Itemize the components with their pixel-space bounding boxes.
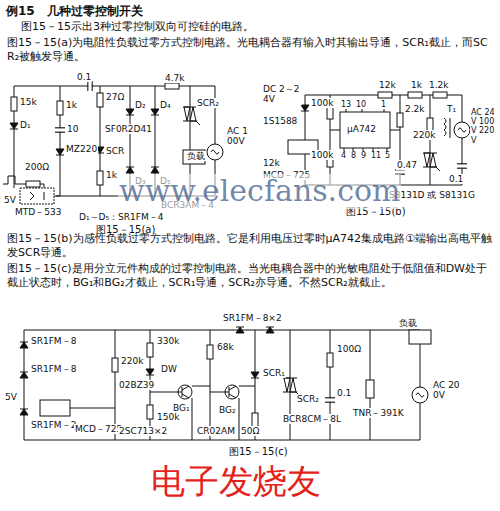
part-label: 1k <box>105 170 118 180</box>
part-label: 12k <box>262 158 281 168</box>
part-label: D₄ <box>159 100 172 110</box>
part-label: 0.1 <box>336 388 352 398</box>
circuit-b <box>288 92 470 185</box>
part-label: SCR₂ <box>296 394 320 404</box>
part-label: SCR <box>105 146 125 156</box>
part-label: 02BZ39 <box>118 380 155 390</box>
part-label: 13 <box>340 100 352 109</box>
figure-title: 例15 几种过零控制开关 <box>6 3 143 20</box>
part-label: 1 <box>380 100 387 109</box>
part-label: D₂ <box>134 100 147 110</box>
part-label: 1k <box>410 80 423 90</box>
part-label: 4 <box>340 151 347 160</box>
part-label: MZ220 <box>65 144 98 154</box>
part-label: 9 <box>360 151 367 160</box>
part-label: 1k <box>65 100 78 110</box>
part-label: 100k <box>310 150 334 160</box>
part-label: 150k <box>156 412 180 422</box>
part-label: 12k <box>378 80 397 90</box>
part-label: 330k <box>156 336 180 346</box>
part-label: AC 200V <box>432 380 464 401</box>
part-label: 68k <box>216 342 235 352</box>
part-label: 50Ω <box>240 426 260 436</box>
part-label: DW <box>160 364 178 374</box>
part-label: SR1FM－8 <box>30 364 77 374</box>
part-label: 100k <box>310 98 334 108</box>
part-label: 8 <box>350 151 357 160</box>
part-label: 220k <box>120 356 144 366</box>
paragraph-text: 图15－15(b)为感性负载过零方式控制电路。它是利用电压过零时μA742集成电… <box>6 232 496 260</box>
part-label: 0.1 <box>448 174 464 184</box>
paragraph-text: 图15－15(a)为电阻性负载过零方式控制电路。光电耦合器有输入时其输出导通，S… <box>6 36 496 64</box>
part-label: 0.1 <box>76 72 92 82</box>
part-label: CR02AM <box>196 426 236 436</box>
circuit-c <box>20 327 431 440</box>
part-label: T₁ <box>446 104 457 114</box>
part-label: 负载 <box>186 151 206 161</box>
part-label: SF0R2D41 <box>104 124 153 134</box>
part-label: TNR－391K <box>352 408 405 418</box>
part-label: 2.2k <box>404 104 426 114</box>
paragraph-text: 图15－15示出3种过零控制双向可控硅的电路。 <box>20 20 492 34</box>
part-label: 200Ω <box>24 162 50 172</box>
part-label: SR1FM－8×2 <box>222 313 283 323</box>
part-label: BG₂ <box>218 405 237 415</box>
part-label: 4.7k <box>164 73 186 83</box>
part-label: 10 <box>355 100 367 109</box>
part-label: 5V <box>3 195 17 205</box>
part-label: 27Ω <box>105 92 125 102</box>
part-label: 11 <box>370 151 382 160</box>
part-label: SR1FM－2 <box>30 420 77 430</box>
part-label: 15k <box>19 97 38 107</box>
part-label: SCR₁ <box>262 368 286 378</box>
part-label: D₁～D₅：SR1FM－4 <box>78 212 164 222</box>
part-label: D₁ <box>19 120 32 130</box>
part-label: 图15－15(c) <box>228 446 289 458</box>
paragraph-text: 图15－15(c)是用分立元件构成的过零控制电路。当光电耦合器中的光敏电阻处于低… <box>6 262 496 290</box>
part-label: SCR₂ <box>196 98 220 108</box>
part-label: SR1FM－8 <box>30 336 77 346</box>
part-label: 10 <box>66 124 79 134</box>
part-label: 1.2k <box>428 80 450 90</box>
part-label: 负载 <box>398 318 418 328</box>
part-label: MCD－725 <box>74 424 123 434</box>
part-label: 100Ω <box>336 344 362 354</box>
part-label: 5V <box>4 392 18 402</box>
part-label: DC 2～24V <box>262 84 302 105</box>
watermark: 电子发烧友 <box>150 462 322 501</box>
part-label: 1S1588 <box>262 116 298 126</box>
part-label: 2SC713×2 <box>118 426 168 436</box>
part-label: AC 100V <box>226 126 254 147</box>
part-label: BCR8CM－8L <box>282 414 342 424</box>
part-label: 5 <box>384 151 391 160</box>
part-label: μA742 <box>346 124 377 134</box>
part-label: 220k <box>412 130 436 140</box>
part-label: 0.47 <box>396 160 418 170</box>
part-label: AC 24V 100V 220V <box>470 108 496 145</box>
watermark: www.elecfans.com <box>118 174 401 209</box>
part-label: MTD－533 <box>14 207 62 217</box>
